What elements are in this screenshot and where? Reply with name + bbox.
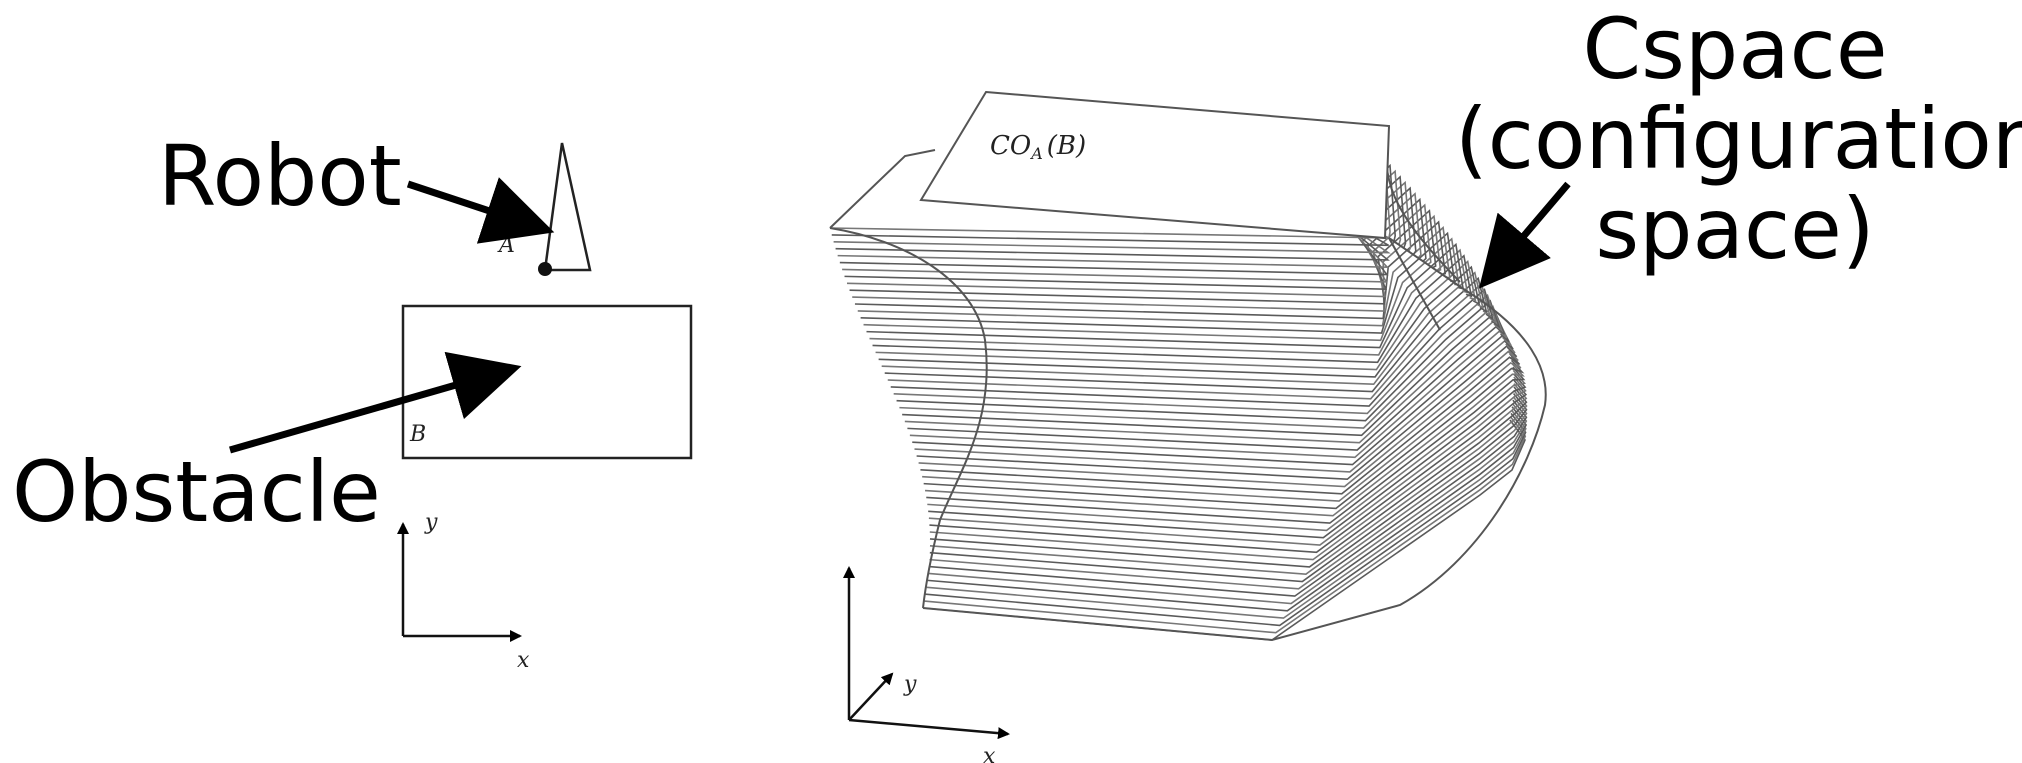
cspace-slice-line [929, 396, 1528, 590]
right-figure: COA(B) y x [829, 90, 1571, 763]
cspace-slice-line [890, 288, 1495, 407]
left-figure: A B y x [229, 142, 693, 673]
cspace-silhouette-edge [922, 237, 1547, 642]
cspace-slice-line [925, 363, 1525, 517]
cspace-slice-line [916, 344, 1518, 481]
robot-callout-arrow [406, 177, 555, 244]
cspace-slice-line [869, 248, 1469, 356]
cspace-slice-line [852, 214, 1442, 312]
cspace-slice-line [914, 339, 1516, 473]
left-y-axis-label: y [424, 510, 438, 535]
cspace-slice-line [881, 271, 1484, 386]
cspace-slice-line [927, 369, 1527, 532]
cspace-slice-line [878, 265, 1481, 378]
cspace-slice-line [854, 220, 1447, 320]
cspace-slice-line [925, 412, 1527, 627]
cspace-silhouette-edge [1388, 237, 1441, 331]
cspace-slice-line [899, 305, 1504, 429]
cspace-slice-line [926, 366, 1526, 524]
cspace-top-label: COA(B) [990, 131, 1086, 163]
obstacle-callout-arrow [229, 351, 522, 454]
cspace-slice-line [849, 209, 1437, 305]
cspace-callout-arrow [1478, 181, 1571, 289]
cspace-slice-line [884, 276, 1488, 393]
cspace-slice-line [929, 393, 1528, 583]
obstacle-letter: B [409, 422, 426, 447]
cspace-slice-line [904, 316, 1508, 444]
cspace-slices [829, 125, 1547, 642]
left-x-axis-label: x [517, 648, 530, 673]
cspace-top-face [919, 90, 1391, 240]
cspace-slice-line [872, 254, 1473, 364]
cspace-callout-label: Cspace (configuration space) [1455, 0, 2022, 278]
cspace-slice-line [896, 299, 1501, 422]
cspace-slice-line [909, 327, 1512, 459]
cspace-silhouette-edge [829, 149, 936, 229]
cspace-slice-line [912, 333, 1514, 466]
cspace-slice-line [928, 373, 1527, 539]
robot-letter: A [497, 233, 515, 258]
cspace-slice-line [902, 310, 1506, 437]
obstacle-callout-label: Obstacle [12, 443, 381, 541]
robot-callout-label: Robot [158, 127, 402, 225]
cspace-callout-line-2: (configuration [1455, 90, 2022, 188]
cspace-slice-line [923, 359, 1525, 510]
cspace-callout-line-3: space) [1595, 180, 1875, 278]
right-y-axis-label: y [903, 672, 917, 697]
cspace-slice-line [857, 225, 1451, 327]
cspace-slice-line [920, 353, 1521, 495]
obstacle-rectangle [401, 304, 693, 460]
cspace-slice-line [907, 322, 1510, 451]
cspace-slice-line [929, 386, 1528, 568]
cspace-slice-line [875, 259, 1477, 371]
cspace-slice-line [893, 293, 1498, 415]
cspace-slice-line [918, 349, 1519, 488]
cspace-callout-line-1: Cspace [1582, 0, 1888, 98]
right-x-axis [848, 718, 1010, 740]
right-x-axis-label: x [983, 744, 996, 763]
robot-triangle [543, 142, 592, 272]
robot-reference-point [538, 262, 552, 276]
cspace-slice-line [887, 282, 1492, 400]
cspace-silhouette-edge [829, 227, 988, 609]
right-y-axis [848, 672, 894, 721]
cspace-slice-line [922, 356, 1522, 502]
cspace-slice-line [929, 383, 1528, 561]
cspace-slice-line [928, 399, 1528, 597]
